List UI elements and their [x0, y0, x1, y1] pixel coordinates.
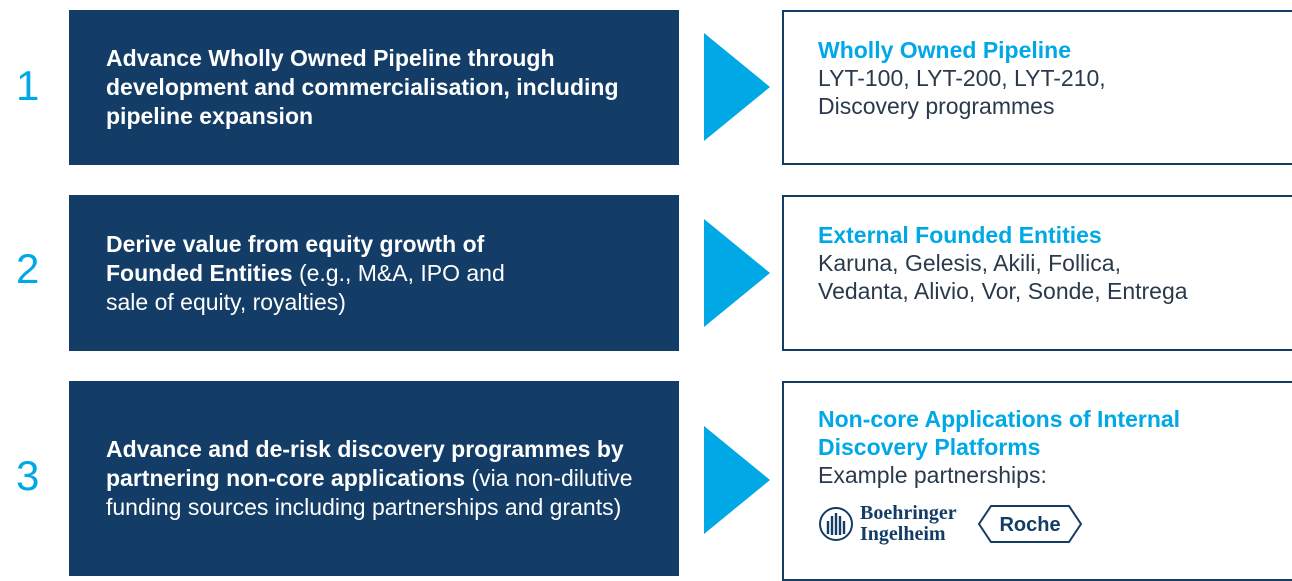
step-number-1: 1	[16, 62, 40, 109]
strategy-text-normal-3: (via non-dilutive funding sources includ…	[106, 465, 633, 520]
strategy-box-1: Advance Wholly Owned Pipeline through de…	[69, 10, 679, 165]
outcome-line-1a: LYT-100, LYT-200, LYT-210,	[818, 65, 1106, 91]
strategy-text-bold-3: Advance and de-risk discovery programmes…	[106, 436, 624, 491]
strategy-text-bold-2: Derive value from equity growth of Found…	[106, 230, 485, 286]
strategy-box-2: Derive value from equity growth of Found…	[69, 195, 679, 351]
boehringer-line1: Boehringer	[860, 502, 957, 524]
roche-logo: Roche	[977, 505, 1082, 543]
strategy-box-3: Advance and de-risk discovery programmes…	[69, 381, 679, 576]
arrow-right-icon	[704, 33, 770, 141]
partner-logos: Boehringer Ingelheim Roche	[818, 503, 1292, 545]
outcome-box-1: Wholly Owned Pipeline LYT-100, LYT-200, …	[782, 10, 1292, 165]
arrow-right-icon	[704, 219, 770, 327]
outcome-line-3a: Example partnerships:	[818, 462, 1047, 488]
outcome-line-2b: Vedanta, Alivio, Vor, Sonde, Entrega	[818, 278, 1188, 304]
outcome-line-1b: Discovery programmes	[818, 93, 1055, 119]
strategy-text-normal-2: (e.g., M&A, IPO and sale of equity, roya…	[106, 259, 505, 315]
boehringer-line2: Ingelheim	[860, 523, 946, 545]
outcome-line-2a: Karuna, Gelesis, Akili, Follica,	[818, 250, 1121, 276]
outcome-box-3: Non-core Applications of Internal Discov…	[782, 381, 1292, 581]
roche-wordmark: Roche	[999, 514, 1060, 536]
outcome-box-2: External Founded Entities Karuna, Gelesi…	[782, 195, 1292, 351]
arrow-right-icon	[704, 426, 770, 534]
strategy-text-bold-1: Advance Wholly Owned Pipeline through de…	[106, 45, 619, 129]
boehringer-emblem-icon	[819, 507, 853, 541]
step-number-3: 3	[16, 452, 40, 499]
step-number-2: 2	[16, 245, 40, 292]
outcome-title-3: Non-core Applications of Internal Discov…	[818, 406, 1181, 460]
outcome-title-2: External Founded Entities	[818, 222, 1102, 248]
boehringer-ingelheim-logo: Boehringer Ingelheim	[818, 503, 957, 545]
outcome-title-1: Wholly Owned Pipeline	[818, 37, 1072, 63]
